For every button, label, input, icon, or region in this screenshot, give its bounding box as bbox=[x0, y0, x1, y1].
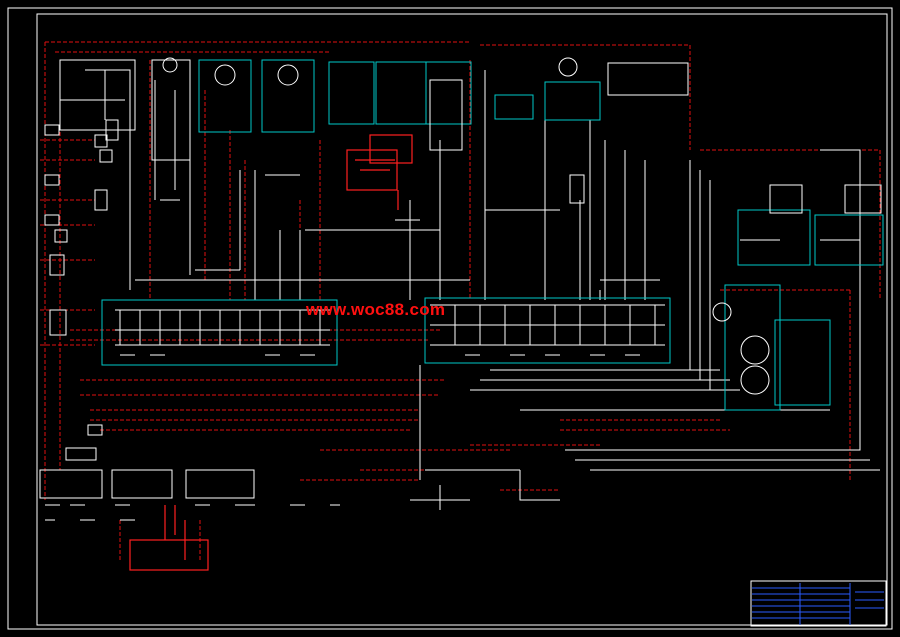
drawing-frame-outer bbox=[7, 7, 893, 630]
motor-symbol-2 bbox=[277, 64, 299, 86]
right-manifold bbox=[424, 297, 671, 364]
check-valve-box bbox=[494, 94, 534, 120]
accumulator-box-right bbox=[814, 214, 884, 266]
motor-box-2 bbox=[261, 59, 315, 133]
bottom-valve-bank-1 bbox=[39, 469, 103, 499]
motor-symbol-3 bbox=[162, 57, 178, 73]
sub-valve-group bbox=[185, 469, 255, 499]
component-outlines bbox=[39, 59, 887, 627]
red-valve-bottom bbox=[129, 539, 209, 571]
manifold-sections bbox=[115, 304, 665, 346]
left-valve-symbols bbox=[44, 119, 119, 461]
motor-symbol-1 bbox=[214, 64, 236, 86]
pump-symbol-top bbox=[558, 57, 578, 77]
accumulator-top-right-2 bbox=[844, 184, 882, 214]
pump-group-box bbox=[544, 81, 601, 121]
watermark-text: www.woc88.com bbox=[306, 300, 446, 319]
title-block-border bbox=[750, 580, 887, 627]
valve-block bbox=[59, 59, 136, 131]
accumulator-small bbox=[569, 174, 585, 204]
pilot-lines bbox=[40, 41, 881, 560]
title-block-grid bbox=[752, 583, 884, 625]
drawing-frame-inner bbox=[36, 13, 888, 626]
red-control-valve bbox=[129, 134, 413, 571]
motor-box-1 bbox=[198, 59, 252, 133]
pump-station-box bbox=[724, 284, 781, 411]
check-valves bbox=[607, 62, 689, 96]
cylinder-left bbox=[151, 59, 191, 161]
valve-group-box-2 bbox=[375, 61, 427, 125]
accumulator-top-right bbox=[769, 184, 803, 214]
valve-group-box-3 bbox=[425, 61, 472, 125]
aux-pump bbox=[712, 302, 732, 322]
valve-group-box-1 bbox=[328, 61, 375, 125]
main-pump-2 bbox=[740, 365, 770, 395]
left-manifold bbox=[101, 299, 338, 366]
bottom-valve-bank-2 bbox=[111, 469, 173, 499]
main-pump-1 bbox=[740, 335, 770, 365]
aux-box bbox=[774, 319, 831, 406]
accumulator-box-left bbox=[737, 209, 811, 266]
pump-symbols bbox=[162, 57, 770, 395]
top-component-row bbox=[101, 59, 884, 499]
main-lines bbox=[60, 69, 880, 510]
label-ticks bbox=[45, 354, 640, 521]
bottom-valve-bank-3 bbox=[185, 469, 255, 499]
cylinder-right bbox=[429, 79, 463, 151]
